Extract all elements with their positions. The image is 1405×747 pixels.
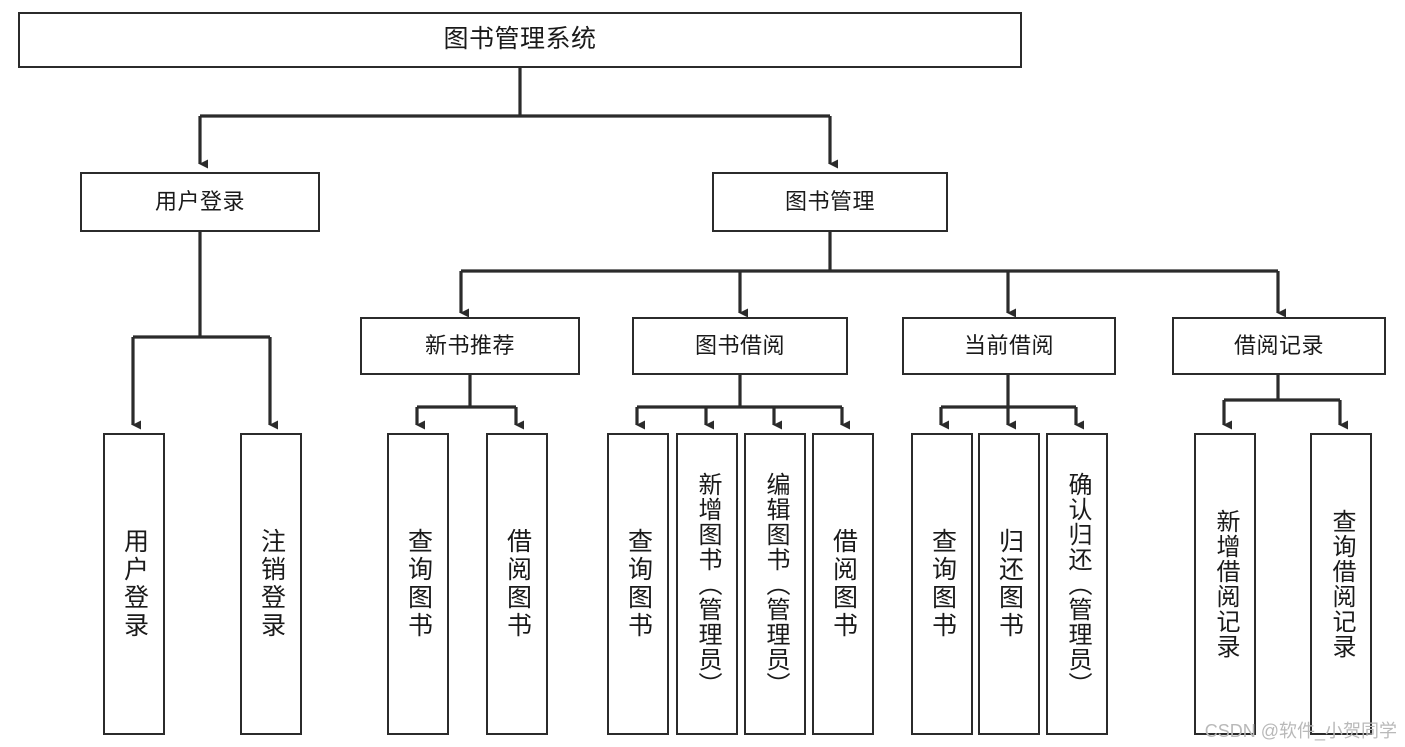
node-leaf-query-record[interactable]: 查询借阅记录 (1310, 433, 1372, 735)
node-book-borrow-label: 图书借阅 (694, 333, 785, 359)
node-borrow-record[interactable]: 借阅记录 (1172, 317, 1386, 375)
node-user-login-label: 用户登录 (154, 189, 245, 215)
node-leaf-return-book[interactable]: 归还图书 (978, 433, 1040, 735)
node-leaf-user-login[interactable]: 用户登录 (103, 433, 165, 735)
node-leaf-query-book-recommend[interactable]: 查询图书 (387, 433, 449, 735)
node-leaf-edit-book-label: 编辑图书（管理员） (762, 471, 789, 697)
node-leaf-confirm-return[interactable]: 确认归还（管理员） (1046, 433, 1108, 735)
node-borrow-record-label: 借阅记录 (1233, 333, 1324, 359)
node-leaf-add-book[interactable]: 新增图书（管理员） (676, 433, 738, 735)
node-user-login[interactable]: 用户登录 (80, 172, 320, 232)
node-current-borrow[interactable]: 当前借阅 (902, 317, 1116, 375)
node-leaf-add-record[interactable]: 新增借阅记录 (1194, 433, 1256, 735)
watermark-text: CSDN @软件_小贺同学 (1204, 721, 1397, 741)
node-leaf-query-record-label: 查询借阅记录 (1328, 509, 1355, 659)
node-root-system[interactable]: 图书管理系统 (18, 12, 1022, 68)
node-leaf-query-book-current-label: 查询图书 (928, 528, 957, 640)
node-root-system-label: 图书管理系统 (443, 25, 597, 54)
node-leaf-query-book-borrow-label: 查询图书 (624, 528, 653, 640)
node-leaf-query-book-borrow[interactable]: 查询图书 (607, 433, 669, 735)
node-new-book-recommend[interactable]: 新书推荐 (360, 317, 580, 375)
node-leaf-user-login-label: 用户登录 (120, 528, 149, 640)
node-book-manage-label: 图书管理 (784, 189, 875, 215)
node-new-book-recommend-label: 新书推荐 (424, 333, 515, 359)
node-leaf-return-book-label: 归还图书 (995, 528, 1024, 640)
node-book-manage[interactable]: 图书管理 (712, 172, 948, 232)
node-leaf-borrow-book-borrow[interactable]: 借阅图书 (812, 433, 874, 735)
node-current-borrow-label: 当前借阅 (963, 333, 1054, 359)
node-leaf-user-logout[interactable]: 注销登录 (240, 433, 302, 735)
node-book-borrow[interactable]: 图书借阅 (632, 317, 848, 375)
node-leaf-add-record-label: 新增借阅记录 (1212, 509, 1239, 659)
node-leaf-confirm-return-label: 确认归还（管理员） (1064, 471, 1091, 697)
node-leaf-user-logout-label: 注销登录 (257, 528, 286, 640)
node-leaf-query-book-current[interactable]: 查询图书 (911, 433, 973, 735)
node-leaf-query-book-recommend-label: 查询图书 (404, 528, 433, 640)
node-leaf-borrow-book-recommend[interactable]: 借阅图书 (486, 433, 548, 735)
node-leaf-edit-book[interactable]: 编辑图书（管理员） (744, 433, 806, 735)
node-leaf-borrow-book-recommend-label: 借阅图书 (503, 528, 532, 640)
node-leaf-borrow-book-borrow-label: 借阅图书 (829, 528, 858, 640)
node-leaf-add-book-label: 新增图书（管理员） (694, 471, 721, 697)
